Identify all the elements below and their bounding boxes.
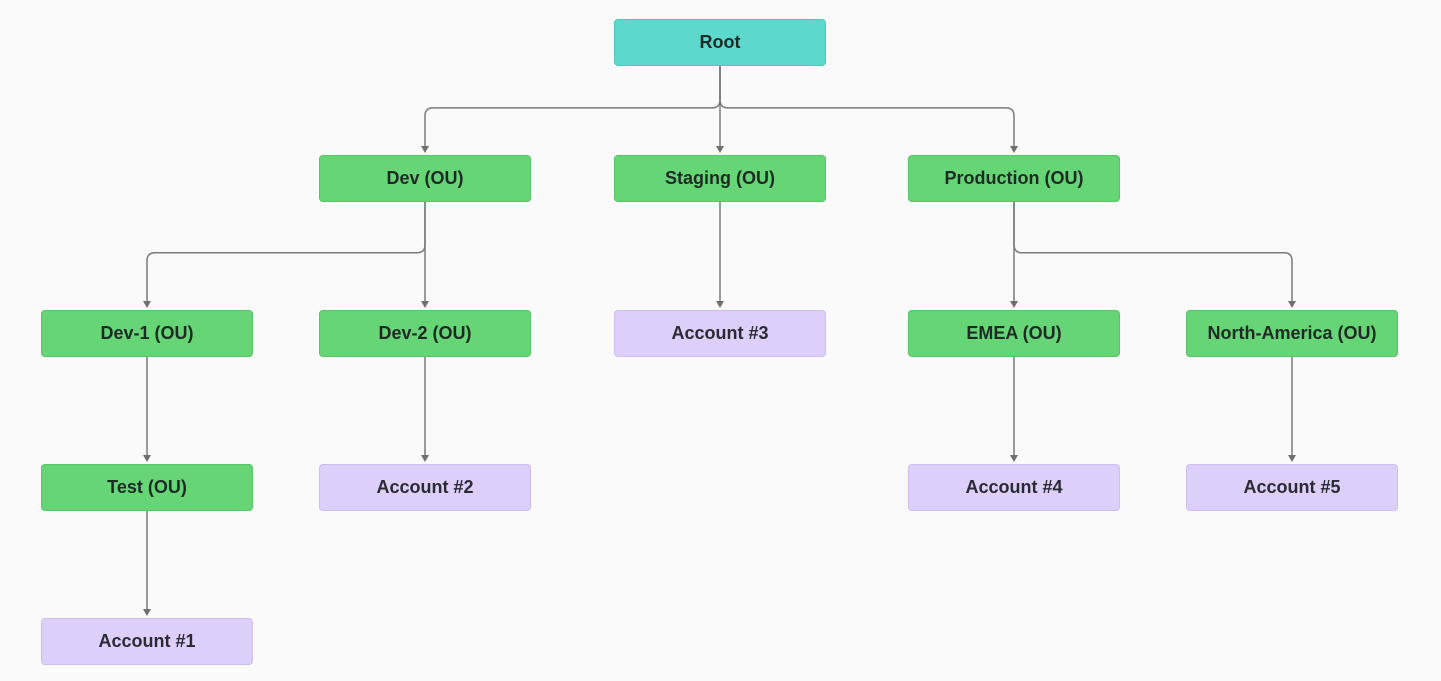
connector-root-dev	[424, 66, 721, 146]
arrowhead-production-emea	[1010, 301, 1018, 308]
node-dev-ou[interactable]: Dev (OU)	[319, 155, 531, 202]
node-test-ou[interactable]: Test (OU)	[41, 464, 253, 511]
arrowhead-dev2-account2	[421, 455, 429, 462]
arrowhead-root-staging	[716, 146, 724, 153]
arrowhead-dev1-test	[143, 455, 151, 462]
node-staging-ou[interactable]: Staging (OU)	[614, 155, 826, 202]
arrowhead-test-account1	[143, 609, 151, 616]
node-account-4[interactable]: Account #4	[908, 464, 1120, 511]
connector-dev-dev1	[146, 202, 426, 301]
node-account-2[interactable]: Account #2	[319, 464, 531, 511]
node-account-3[interactable]: Account #3	[614, 310, 826, 357]
node-emea-ou[interactable]: EMEA (OU)	[908, 310, 1120, 357]
arrowhead-emea-account4	[1010, 455, 1018, 462]
node-dev-1-ou[interactable]: Dev-1 (OU)	[41, 310, 253, 357]
node-production-ou[interactable]: Production (OU)	[908, 155, 1120, 202]
arrowhead-root-production	[1010, 146, 1018, 153]
node-account-1[interactable]: Account #1	[41, 618, 253, 665]
connector-root-production	[719, 66, 1015, 146]
arrowhead-north_america-account5	[1288, 455, 1296, 462]
arrowhead-root-dev	[421, 146, 429, 153]
connector-production-north_america	[1013, 202, 1293, 301]
node-account-5[interactable]: Account #5	[1186, 464, 1398, 511]
node-north-america-ou[interactable]: North-America (OU)	[1186, 310, 1398, 357]
node-dev-2-ou[interactable]: Dev-2 (OU)	[319, 310, 531, 357]
arrowhead-production-north_america	[1288, 301, 1296, 308]
arrowhead-staging-account3	[716, 301, 724, 308]
arrowhead-dev-dev2	[421, 301, 429, 308]
node-root[interactable]: Root	[614, 19, 826, 66]
arrowhead-dev-dev1	[143, 301, 151, 308]
